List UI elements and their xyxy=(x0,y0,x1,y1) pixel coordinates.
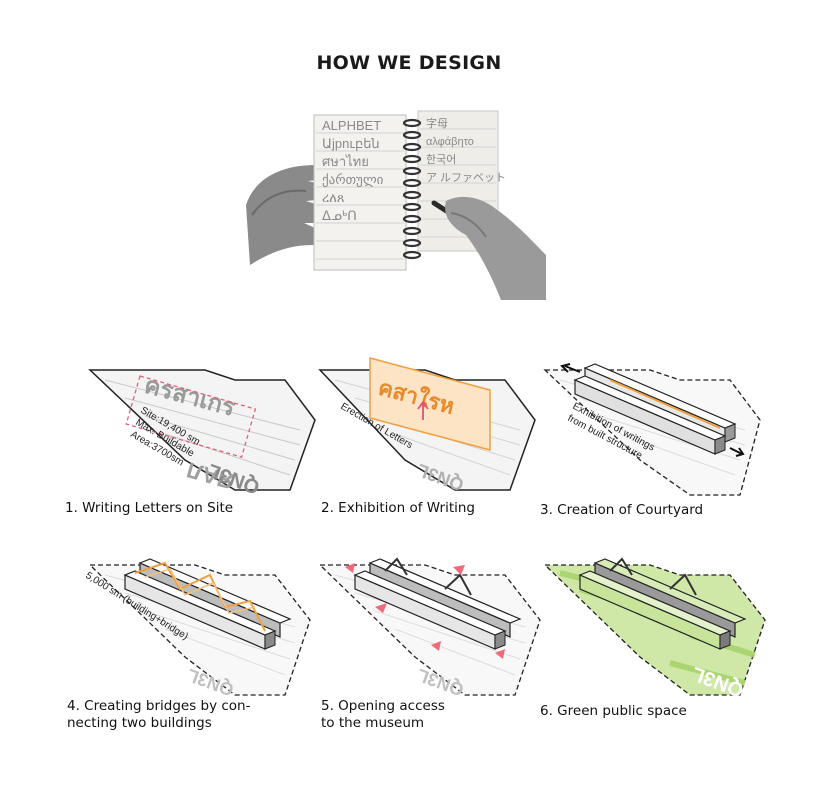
step-1-caption: 1. Writing Letters on Site xyxy=(65,500,234,516)
handwriting-line: 한국어 xyxy=(426,153,456,166)
step-3-caption: 3. Creation of Courtyard xyxy=(540,502,704,518)
step-6-diagram: QN3L xyxy=(540,545,790,701)
handwriting-line: Աjpnւբեն xyxy=(322,136,380,151)
handwriting-line: ᐃᓄᒃᑎ xyxy=(322,208,357,223)
handwriting-line: ศษาไทย xyxy=(322,154,369,169)
handwriting-line: ALPHBET xyxy=(322,118,381,133)
step-2-caption: 2. Exhibition of Writing xyxy=(321,500,475,516)
hands-writing-in-notebook-icon: ALPHBET Աjpnւբեն ศษาไทย ქართული ረለጸ ᐃᓄᒃᑎ 字母 αλ… xyxy=(246,110,549,300)
handwriting-line: ქართული xyxy=(322,172,384,188)
step-5-diagram: QN3L xyxy=(315,545,565,700)
handwriting-line: ア ルファベット xyxy=(426,172,506,184)
step-3-diagram: Exhibition of writings from built struct… xyxy=(540,350,790,500)
step-4-caption: 4. Creating bridges by con- necting two … xyxy=(67,698,251,731)
handwriting-line: αλφάβητο xyxy=(426,136,474,148)
handwriting-line: ረለጸ xyxy=(322,190,345,205)
handwriting-line: 字母 xyxy=(426,116,448,130)
step-2-diagram: QN3L คสาใรห Erection of Letters xyxy=(315,350,565,500)
step-5-caption: 5. Opening access to the museum xyxy=(321,698,445,731)
step-6-caption: 6. Green public space xyxy=(540,703,687,719)
step-1-diagram: ครสาเกร ЯАЛ QN3L Site:19,400 sm Max. Bui… xyxy=(85,350,335,500)
step-4-diagram: QN3L 5,000 sm (building+bridge) xyxy=(83,545,335,700)
notebook-photo: ALPHBET Աjpnւբեն ศษาไทย ქართული ረለጸ ᐃᓄᒃᑎ 字母 αλ… xyxy=(246,105,549,300)
page-title: HOW WE DESIGN xyxy=(316,52,502,74)
